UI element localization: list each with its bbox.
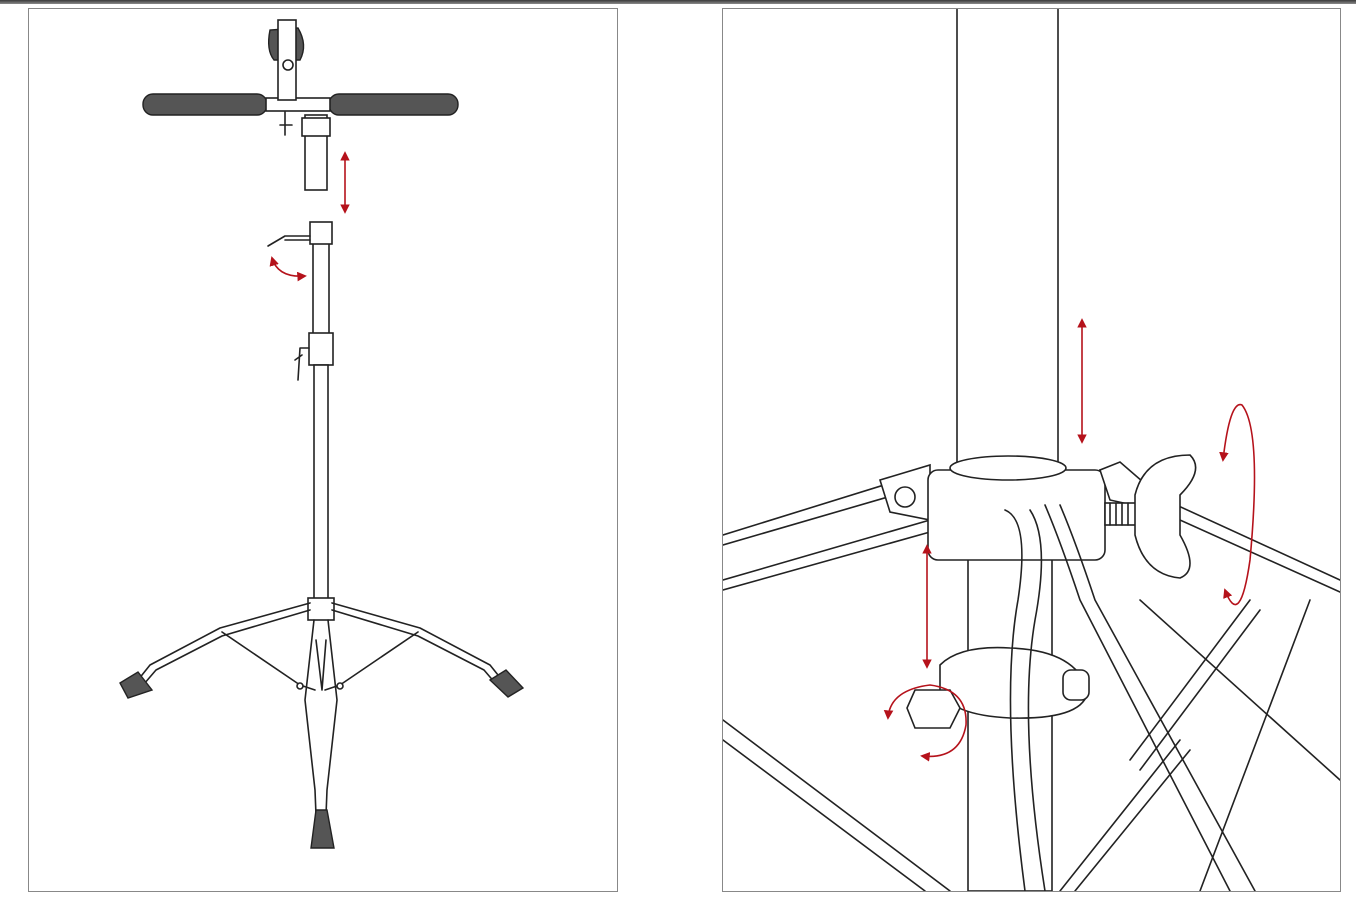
left-foot [119,671,154,699]
front-foot [310,809,335,849]
wing-nut-rotation-arrow [1219,403,1256,606]
brace-bars [1129,599,1311,891]
lower-braces [723,599,1340,891]
crossbar [265,97,331,112]
insert-clamp [301,117,331,137]
leg-housing [878,455,1159,561]
left-leg [137,602,311,685]
hinge-pin [894,486,916,508]
right-grip [328,93,459,116]
stand-upper [267,221,334,601]
height-clamp [308,332,334,366]
lower-tube [313,364,329,601]
height-lever [294,347,310,381]
quick-release-lever [267,235,311,247]
clamp-housing [927,469,1106,561]
base-collar [307,597,335,621]
clamp-bolt [282,59,294,71]
joint [336,682,344,690]
panel-clamp-detail [722,8,1341,892]
upper-tube [312,239,330,336]
lever-rotation-arrow [269,256,307,282]
joint [296,682,304,690]
wing-screw [279,111,293,136]
top-window-edge [0,0,1356,4]
lower-clamp [906,646,1090,729]
panel-full-stand [28,8,618,892]
upper-pole [956,9,1059,471]
bolt-threads [1109,502,1129,526]
hex-bolt [906,689,961,729]
handlebar-assembly [142,19,459,191]
left-leg [723,479,931,591]
right-leg [331,602,503,685]
pedal-leg [304,619,338,816]
pedal-rods [1004,504,1256,891]
wing-nut-assembly [1104,454,1197,579]
left-grip [142,93,268,116]
right-foot [488,669,525,698]
pole-collar [949,455,1067,481]
bolt-rotation-arrow [883,684,967,762]
top-collar [309,221,333,245]
tripod-base [119,597,525,849]
wing-nut [1134,454,1197,579]
lock-pin [1062,669,1090,701]
